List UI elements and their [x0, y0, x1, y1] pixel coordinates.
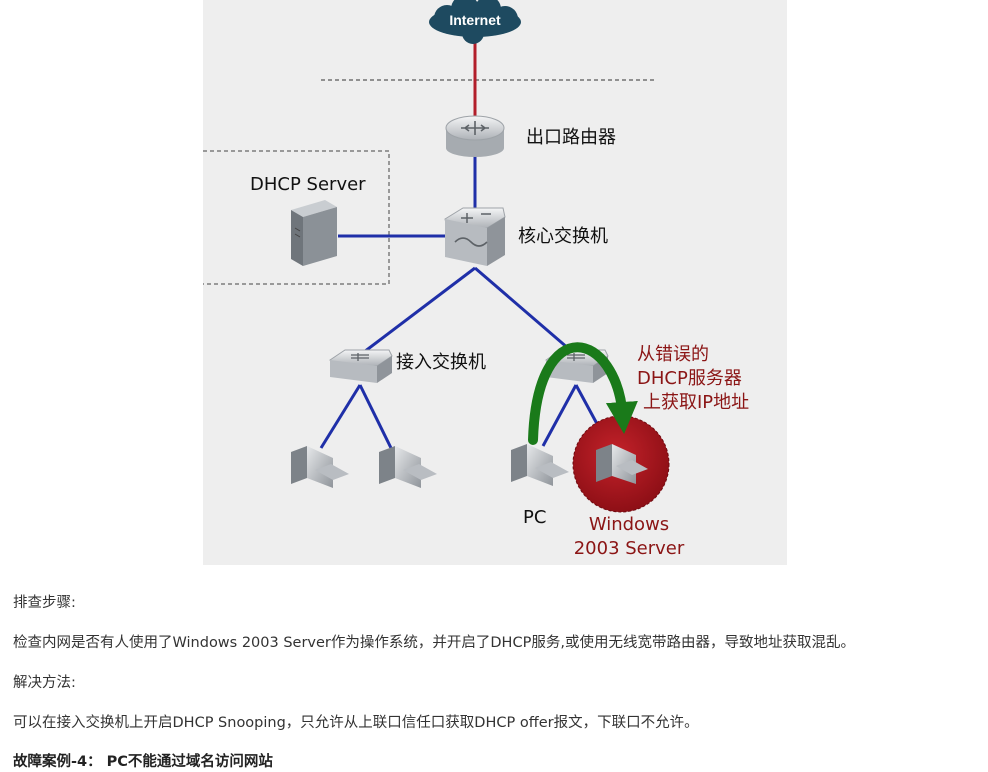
router-icon — [445, 115, 505, 157]
solution-text: 可以在接入交换机上开启DHCP Snooping，只允许从上联口信任口获取DHC… — [13, 715, 699, 731]
rogue-note-line-3: 上获取IP地址 — [643, 392, 749, 413]
windows-label-line-1: Windows — [589, 514, 669, 535]
access-switch-icon — [329, 349, 393, 383]
dhcp-zone-border — [203, 150, 390, 285]
network-topology-diagram: Internet 出口路由器 DHCP Server 核心交换机 接入交换机 — [203, 0, 787, 565]
access-switch-label: 接入交换机 — [396, 352, 486, 373]
network-links — [319, 40, 611, 449]
internet-cloud-icon — [429, 0, 521, 44]
next-case-heading: 故障案例-4： PC不能通过域名访问网站 — [13, 754, 273, 770]
dhcp-server-label: DHCP Server — [250, 174, 366, 195]
server-icon — [291, 200, 337, 266]
egress-router-label: 出口路由器 — [526, 127, 616, 148]
internet-label: Internet — [449, 12, 501, 28]
troubleshooting-label: 排查步骤: — [13, 595, 76, 611]
core-switch-icon — [444, 207, 506, 266]
rogue-server-pc-icon — [596, 444, 648, 484]
green-arrow-icon — [528, 342, 638, 445]
troubleshooting-text: 检查内网是否有人使用了Windows 2003 Server作为操作系统，并开启… — [13, 635, 855, 651]
pc-icon — [511, 444, 569, 486]
rogue-note-line-2: DHCP服务器 — [637, 368, 742, 389]
core-switch-label: 核心交换机 — [518, 226, 608, 247]
rogue-note-line-1: 从错误的 — [637, 344, 709, 365]
pc-icon — [291, 446, 349, 488]
diagram-background — [203, 0, 787, 565]
pc-label: PC — [523, 507, 546, 528]
pc-icon — [379, 446, 437, 488]
windows-label-line-2: 2003 Server — [574, 538, 685, 559]
solution-label: 解决方法: — [13, 675, 76, 691]
